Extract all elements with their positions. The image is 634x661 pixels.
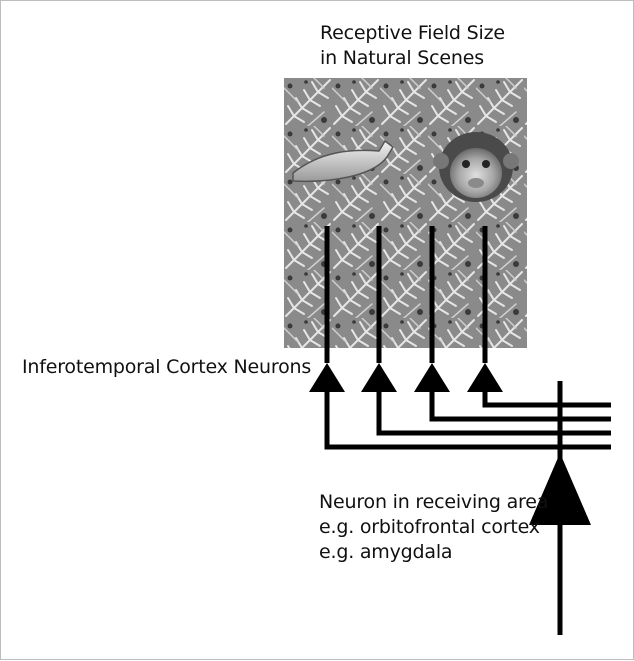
scene-title-line-2: in Natural Scenes bbox=[320, 47, 484, 69]
fern-background bbox=[284, 78, 527, 348]
receiving-neuron-label: Neuron in receiving area e.g. orbitofron… bbox=[319, 490, 548, 565]
it-neuron-1-axon bbox=[324, 391, 611, 450]
receiving-label-line-3: e.g. amygdala bbox=[319, 541, 453, 563]
it-neuron-2-soma bbox=[361, 363, 397, 392]
it-neuron-3-soma bbox=[414, 363, 450, 392]
scene-title-line-1: Receptive Field Size bbox=[320, 22, 505, 44]
receiving-label-line-2: e.g. orbitofrontal cortex bbox=[319, 516, 540, 538]
it-neuron-4-soma bbox=[467, 363, 503, 392]
it-neuron-3-axon bbox=[429, 391, 611, 422]
receiving-neuron-soma bbox=[529, 453, 591, 525]
receiving-label-line-1: Neuron in receiving area bbox=[319, 491, 549, 513]
it-neuron-1-soma bbox=[309, 363, 345, 392]
monkey-face-icon bbox=[433, 132, 519, 202]
scene-title: Receptive Field Size in Natural Scenes bbox=[320, 21, 505, 71]
natural-scene-image bbox=[284, 78, 527, 348]
it-neuron-4-axon bbox=[482, 391, 611, 408]
it-neuron-2-axon bbox=[376, 391, 611, 436]
it-neuron-somata bbox=[309, 363, 591, 525]
banana-icon bbox=[292, 139, 394, 183]
it-neurons-label: Inferotemporal Cortex Neurons bbox=[22, 356, 312, 378]
